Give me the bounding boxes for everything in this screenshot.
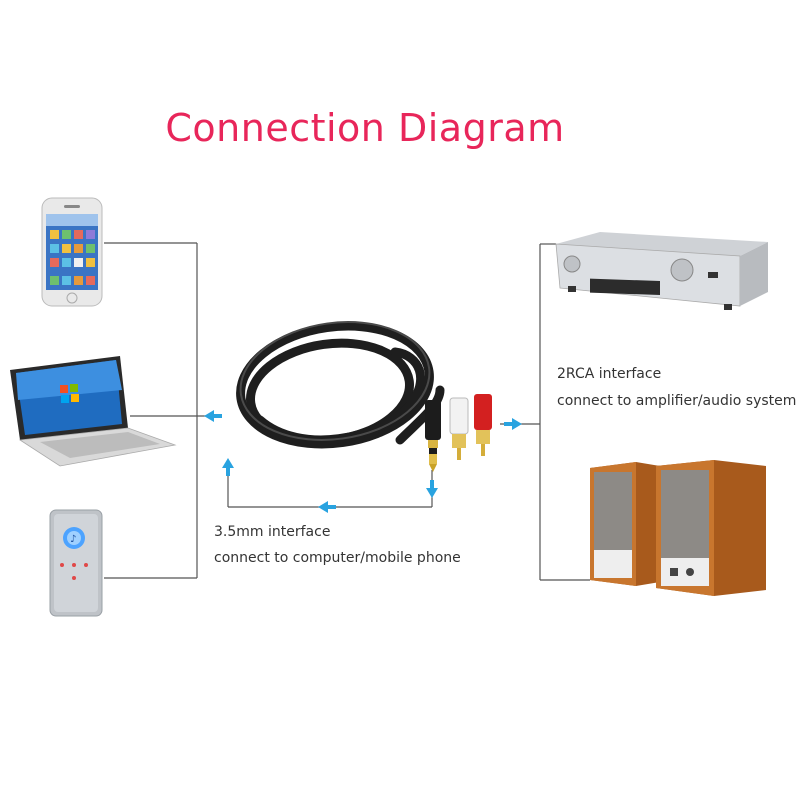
- smartphone-icon: [41, 197, 103, 307]
- laptop-icon: [10, 356, 177, 467]
- svg-text:♪: ♪: [70, 534, 76, 545]
- rca-red-plug-icon: [474, 394, 492, 456]
- right-connector-lines: [500, 243, 590, 581]
- speaker-left: [590, 462, 660, 586]
- jack-35mm-icon: [425, 400, 441, 472]
- amplifier-icon: [555, 232, 768, 310]
- diagram-title: Connection Diagram: [165, 106, 565, 150]
- arrow-up-icon: [222, 458, 234, 468]
- arrow-left-bottom-icon: [318, 501, 328, 513]
- mp3-player-icon: ♪: [49, 509, 103, 617]
- speaker-right: [656, 460, 766, 596]
- rca-description: connect to amplifier/audio system: [557, 393, 797, 409]
- left-connector-lines: [104, 242, 433, 579]
- speakers-icon: [590, 460, 766, 596]
- jack-35mm-label: 3.5mm interface: [214, 524, 331, 540]
- arrow-right-icon: [512, 418, 522, 430]
- rca-white-plug-icon: [449, 397, 469, 460]
- arrow-icons: [204, 410, 522, 513]
- rca-label: 2RCA interface: [557, 366, 662, 382]
- arrow-left-icon: [204, 410, 214, 422]
- arrow-down-icon: [426, 488, 438, 498]
- audio-cable-icon: [236, 321, 445, 449]
- jack-35mm-description: connect to computer/mobile phone: [214, 550, 461, 566]
